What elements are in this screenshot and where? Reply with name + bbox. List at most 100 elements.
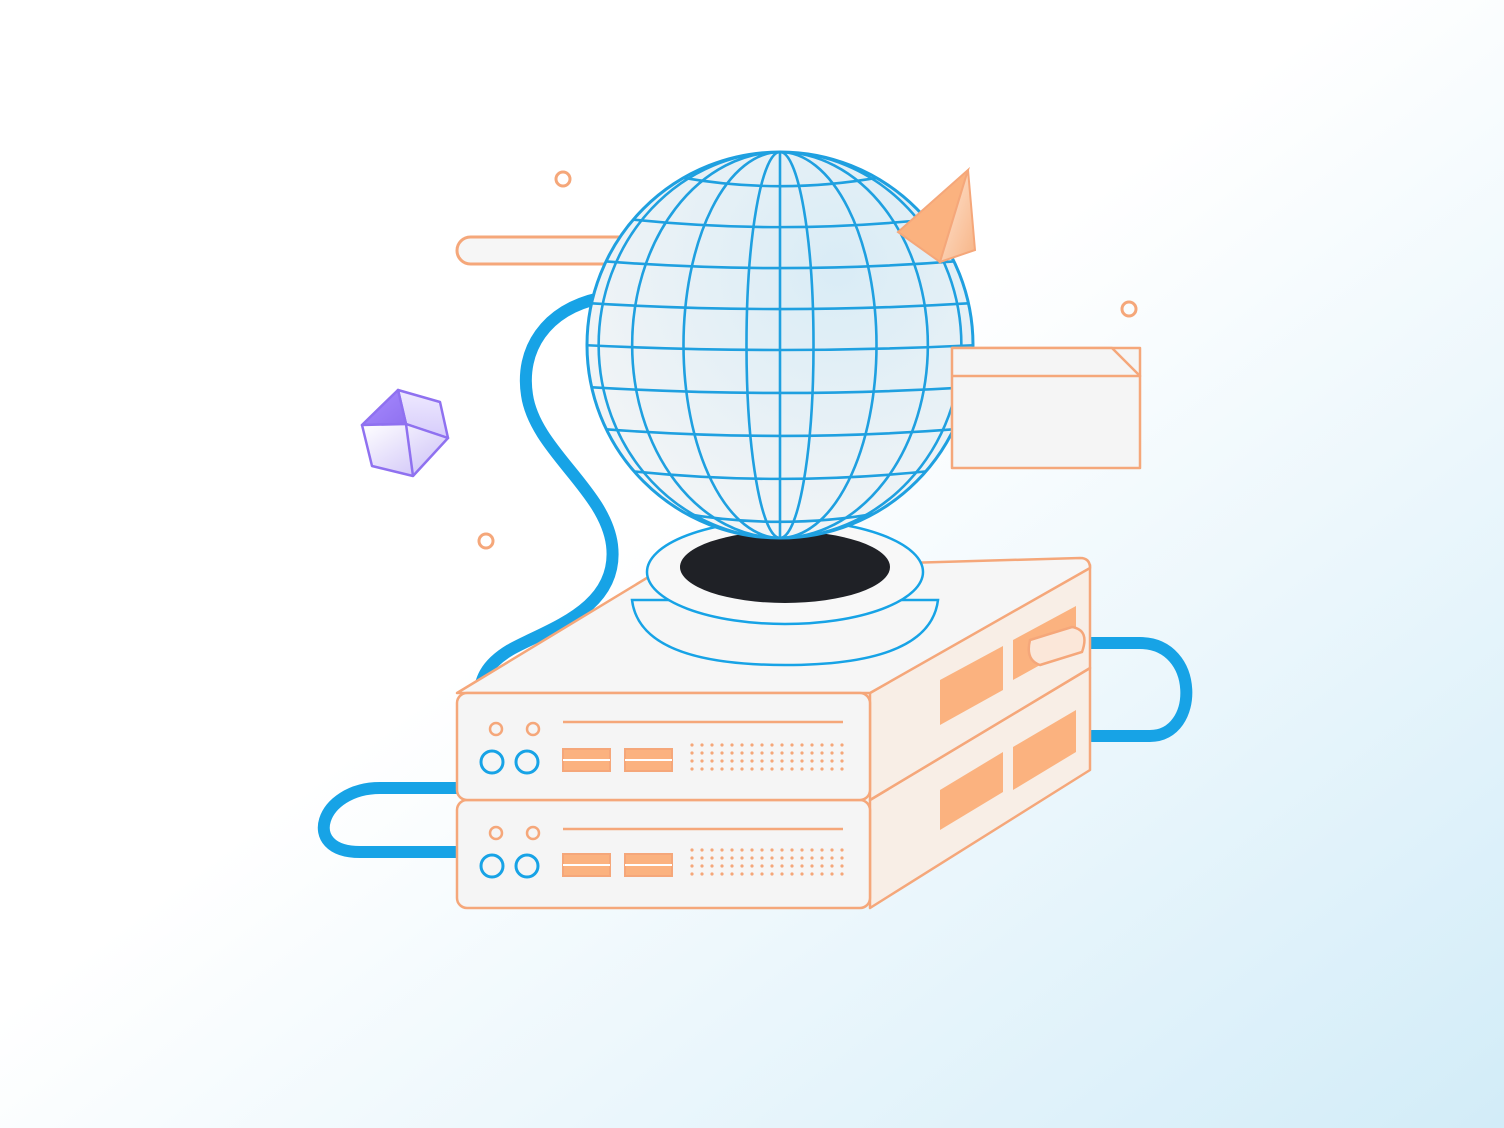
vent-dot — [740, 848, 744, 852]
vent-dot — [810, 848, 814, 852]
vent-dot — [710, 759, 714, 763]
vent-dot — [780, 751, 784, 755]
vent-dot — [700, 872, 704, 876]
vent-dot — [690, 767, 694, 771]
vent-dot — [780, 848, 784, 852]
vent-dot — [830, 872, 834, 876]
vent-dot — [710, 856, 714, 860]
vent-dot — [810, 856, 814, 860]
vent-dot — [810, 743, 814, 747]
globe-gridline — [630, 152, 781, 538]
vent-dot — [830, 759, 834, 763]
vent-dot — [760, 743, 764, 747]
ring-icon — [554, 170, 572, 188]
vent-dot — [820, 743, 824, 747]
vent-dot — [810, 767, 814, 771]
vent-dot — [750, 864, 754, 868]
vent-dot — [790, 864, 794, 868]
vent-dot — [720, 872, 724, 876]
vent-dot — [840, 856, 844, 860]
vent-dot — [700, 751, 704, 755]
vent-dot — [770, 864, 774, 868]
vent-dot — [690, 743, 694, 747]
vent-dot — [800, 848, 804, 852]
vent-dot — [770, 856, 774, 860]
vent-dot — [830, 856, 834, 860]
vent-dot — [760, 848, 764, 852]
vent-dot — [770, 848, 774, 852]
vent-dot — [820, 856, 824, 860]
vent-dot — [800, 872, 804, 876]
vent-dot — [820, 872, 824, 876]
ring-icon — [477, 532, 495, 550]
vent-dot — [810, 751, 814, 755]
vent-dot — [740, 856, 744, 860]
floating-box — [950, 346, 1142, 470]
power-button-icon — [514, 749, 540, 775]
cable-icon — [1076, 637, 1193, 742]
vent-dot — [820, 848, 824, 852]
vent-dots — [690, 848, 844, 876]
vent-dot — [750, 848, 754, 852]
vent-dot — [700, 864, 704, 868]
vent-dot — [800, 751, 804, 755]
vent-dot — [750, 767, 754, 771]
cable-plug-icon — [1027, 625, 1086, 667]
vent-dot — [790, 759, 794, 763]
cable-icon — [317, 782, 468, 858]
vent-dot — [760, 864, 764, 868]
vent-dot — [750, 759, 754, 763]
vent-dot — [790, 767, 794, 771]
vent-dot — [770, 751, 774, 755]
globe-gridline — [779, 152, 963, 538]
vent-dot — [720, 848, 724, 852]
vent-dot — [830, 848, 834, 852]
vent-dot — [740, 864, 744, 868]
vent-dot — [740, 751, 744, 755]
vent-dot — [820, 751, 824, 755]
vent-dot — [700, 759, 704, 763]
vent-dot — [690, 751, 694, 755]
vent-dot — [720, 751, 724, 755]
vent-dot — [780, 759, 784, 763]
vent-dot — [800, 864, 804, 868]
vent-dot — [720, 743, 724, 747]
vent-dot — [730, 743, 734, 747]
vent-dot — [750, 743, 754, 747]
vent-dot — [710, 751, 714, 755]
vent-dot — [720, 864, 724, 868]
vent-dot — [730, 856, 734, 860]
vent-dot — [710, 767, 714, 771]
vent-dot — [840, 848, 844, 852]
pyramid-icon — [896, 166, 977, 264]
vent-dot — [720, 759, 724, 763]
vent-dot — [790, 872, 794, 876]
vent-dot — [710, 864, 714, 868]
vent-dot — [710, 872, 714, 876]
vent-dot — [820, 759, 824, 763]
vent-dot — [810, 872, 814, 876]
vent-dot — [790, 856, 794, 860]
vent-dot — [770, 743, 774, 747]
cube-icon — [360, 388, 450, 478]
vent-dot — [760, 856, 764, 860]
power-button-icon — [514, 853, 540, 879]
vent-dot — [700, 743, 704, 747]
vent-dot — [710, 848, 714, 852]
globe-icon — [585, 150, 975, 540]
vent-dot — [820, 864, 824, 868]
vent-dot — [810, 864, 814, 868]
vent-dot — [780, 743, 784, 747]
vent-dot — [840, 872, 844, 876]
vent-dot — [770, 872, 774, 876]
vent-dot — [830, 767, 834, 771]
vent-dot — [700, 767, 704, 771]
vent-dot — [760, 759, 764, 763]
vent-dot — [730, 872, 734, 876]
vent-dot — [730, 864, 734, 868]
vent-dot — [760, 767, 764, 771]
vent-dot — [770, 767, 774, 771]
vent-dot — [740, 872, 744, 876]
globe-gridline — [682, 152, 781, 538]
power-button-icon — [479, 853, 505, 879]
